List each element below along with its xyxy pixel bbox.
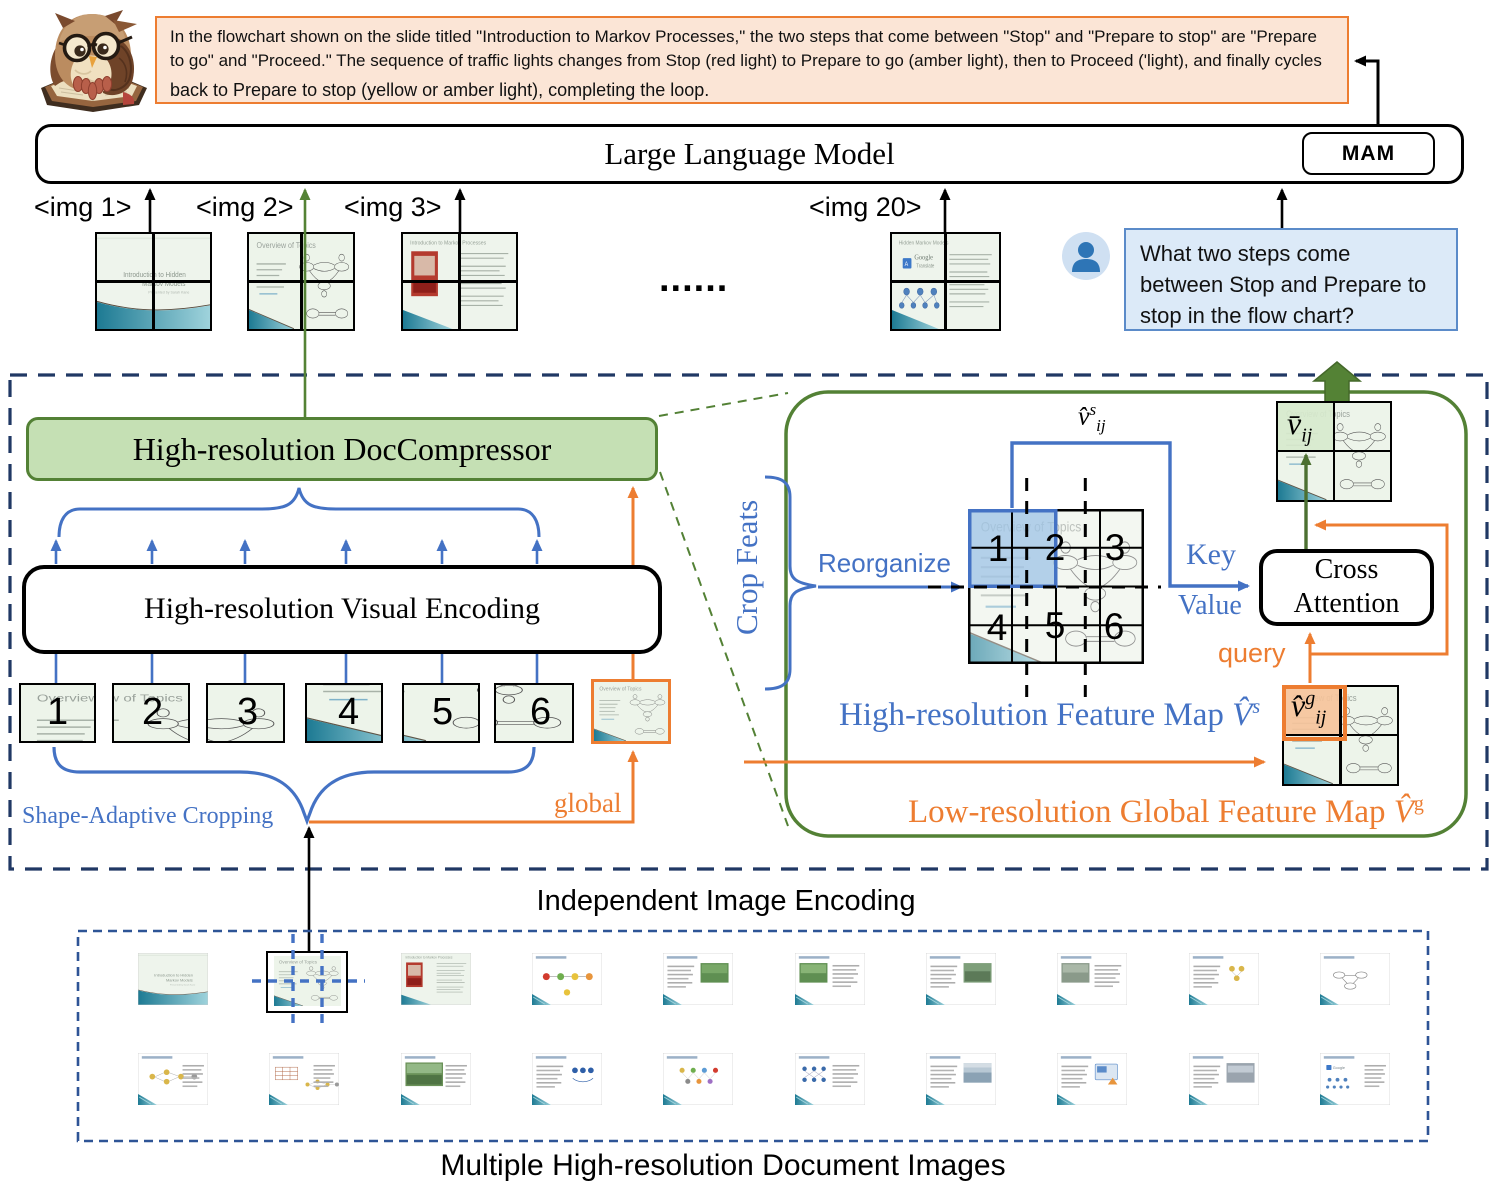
svg-text:Google: Google bbox=[1333, 1066, 1345, 1070]
svg-text:3: 3 bbox=[1105, 527, 1126, 568]
svg-text:5: 5 bbox=[1045, 605, 1066, 646]
svg-text:4: 4 bbox=[987, 607, 1008, 648]
svg-text:6: 6 bbox=[1104, 606, 1125, 647]
svg-text:2: 2 bbox=[1045, 527, 1066, 568]
svg-text:1: 1 bbox=[988, 528, 1009, 569]
